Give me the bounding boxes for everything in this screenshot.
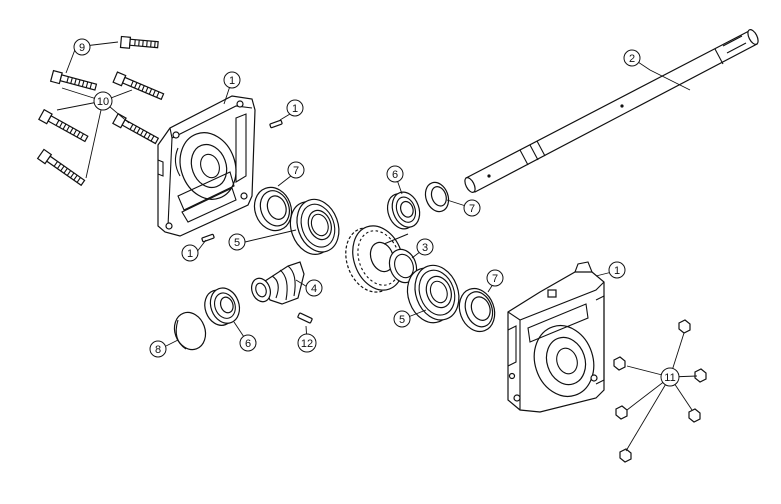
svg-text:7: 7	[469, 203, 475, 215]
left-housing	[157, 95, 256, 237]
svg-text:6: 6	[392, 169, 398, 181]
svg-text:10: 10	[97, 96, 109, 108]
bolt-set	[36, 35, 165, 187]
roll-pin-upper	[269, 119, 283, 129]
callout-4: 4	[305, 279, 323, 297]
callout-bubbles: 9 10 1 1 1 7 2 6 7 5 3 4 5 7 6 8 12 1 11	[73, 38, 680, 387]
svg-text:1: 1	[187, 248, 193, 260]
callout-1-pin-upper: 1	[286, 99, 304, 117]
callout-7-washer: 7	[463, 199, 481, 217]
svg-text:1: 1	[292, 103, 298, 115]
svg-text:3: 3	[422, 242, 428, 254]
svg-text:7: 7	[293, 165, 299, 177]
callout-2: 2	[623, 49, 641, 67]
right-housing	[507, 261, 605, 413]
roll-pin-lower	[201, 233, 215, 243]
svg-text:4: 4	[311, 283, 317, 295]
svg-text:8: 8	[155, 344, 161, 356]
bearing-lower-6	[204, 287, 241, 326]
callout-8: 8	[149, 340, 167, 358]
callout-1-left-housing: 1	[223, 71, 241, 89]
callout-6-lower: 6	[239, 334, 257, 352]
callout-7-seal-lower: 7	[486, 269, 504, 287]
callout-1-pin-lower: 1	[181, 244, 199, 262]
svg-text:5: 5	[399, 314, 405, 326]
svg-text:12: 12	[301, 338, 313, 350]
callout-12: 12	[297, 333, 317, 353]
bearing-upper-6	[386, 191, 421, 230]
drive-shaft	[464, 29, 759, 193]
svg-text:11: 11	[664, 372, 675, 384]
bearing-upper-5	[289, 198, 340, 255]
callout-7-seal-left: 7	[287, 161, 305, 179]
svg-text:1: 1	[229, 75, 235, 87]
oil-seal-upper-right	[424, 181, 450, 213]
oil-seal-lower	[458, 287, 496, 333]
bearing-lower-5	[406, 264, 460, 324]
svg-text:7: 7	[492, 273, 498, 285]
svg-text:6: 6	[245, 338, 251, 350]
callout-5-upper: 5	[228, 233, 246, 251]
hex-nut-set	[613, 319, 707, 463]
svg-text:5: 5	[234, 237, 240, 249]
callout-1-right-housing: 1	[608, 261, 626, 279]
callout-9: 9	[73, 38, 91, 56]
pinion-coupling	[250, 261, 305, 305]
oil-seal-upper-left	[253, 186, 293, 232]
callout-5-lower: 5	[393, 310, 411, 328]
callout-6-upper: 6	[386, 165, 404, 183]
pin-12	[297, 312, 313, 324]
svg-text:2: 2	[629, 53, 635, 65]
spur-gear	[345, 225, 418, 293]
end-cap	[173, 311, 207, 351]
callout-10: 10	[93, 91, 113, 111]
callout-11: 11	[660, 367, 680, 387]
svg-text:9: 9	[79, 42, 85, 54]
callout-3: 3	[416, 238, 434, 256]
svg-text:1: 1	[614, 265, 620, 277]
